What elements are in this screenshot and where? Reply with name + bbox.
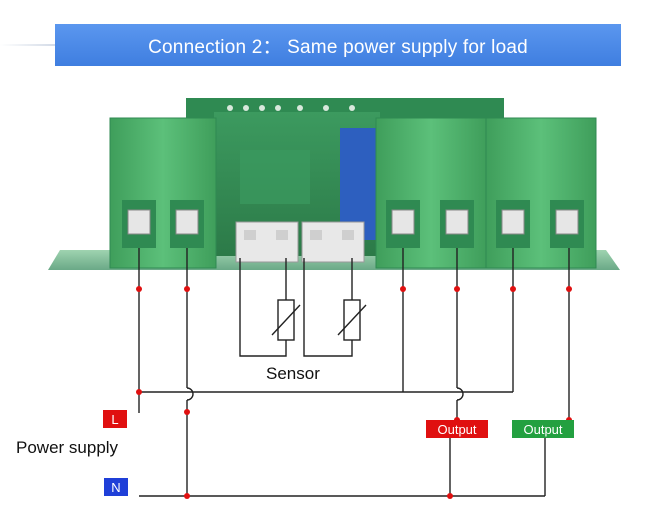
- output-1-text: Output: [437, 421, 477, 437]
- output-2-text: Output: [523, 421, 563, 437]
- diagram-title: Connection 2： Same power supply for load: [148, 36, 528, 58]
- diagram-title-banner: Connection 2： Same power supply for load: [55, 24, 621, 66]
- output-2-tag: Output: [512, 420, 574, 438]
- relay-board: [48, 98, 620, 270]
- live-terminal-text: L: [111, 411, 119, 427]
- thermistor-1-arrow: [271, 304, 301, 336]
- neutral-terminal-tag: N: [104, 478, 128, 496]
- thermistor-2-arrow: [337, 304, 367, 336]
- neutral-terminal-text: N: [111, 479, 121, 495]
- sensor-connectors: [235, 221, 365, 263]
- sensor-thermistors: [271, 299, 367, 341]
- power-supply-label: Power supply: [16, 438, 119, 457]
- junction-nodes: [136, 286, 572, 499]
- potentiometer: [340, 128, 378, 240]
- sensor-label: Sensor: [266, 364, 320, 383]
- decorative-rule: [0, 44, 55, 46]
- live-terminal-tag: L: [103, 410, 127, 428]
- terminal-screws: [122, 200, 584, 248]
- output-1-tag: Output: [426, 420, 488, 438]
- wiring: [138, 248, 570, 497]
